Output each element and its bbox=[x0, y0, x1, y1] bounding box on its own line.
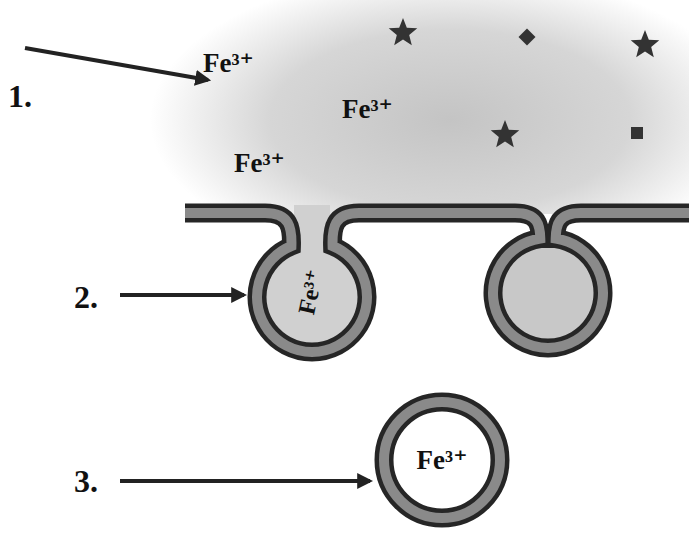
solute-particle bbox=[491, 120, 520, 147]
vesicle-content: Fe³⁺ bbox=[413, 443, 472, 478]
callout-number: 2. bbox=[74, 281, 98, 313]
ion-label: Fe³⁺ bbox=[342, 96, 393, 123]
solute-particle bbox=[631, 30, 660, 57]
callout-number: 3. bbox=[74, 465, 98, 497]
ion-label: Fe³⁺ bbox=[203, 50, 254, 77]
pointer-arrow bbox=[120, 293, 244, 297]
solute-particle bbox=[519, 29, 536, 46]
ion-label: Fe³⁺ bbox=[417, 447, 468, 474]
extracellular-fluid bbox=[150, 0, 689, 214]
callout-number: 1. bbox=[8, 80, 32, 112]
cell-membrane bbox=[185, 213, 689, 352]
pointer-arrow bbox=[120, 479, 370, 483]
pointer-arrow bbox=[25, 48, 208, 80]
invagination-pocket: Fe³⁺ bbox=[284, 276, 338, 308]
ion-label: Fe³⁺ bbox=[234, 150, 285, 177]
solute-particle bbox=[389, 18, 418, 45]
solute-particle bbox=[631, 127, 643, 139]
vesicle bbox=[384, 402, 500, 518]
